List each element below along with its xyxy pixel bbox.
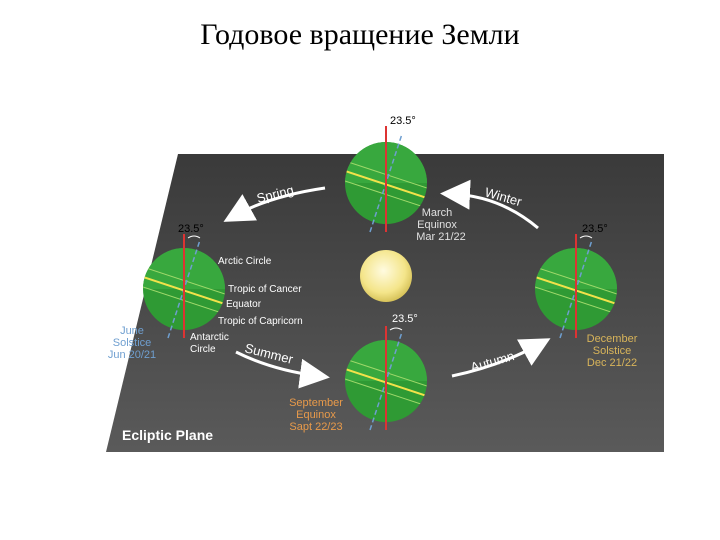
sun bbox=[360, 250, 412, 302]
svg-text:Equinox: Equinox bbox=[417, 219, 457, 231]
svg-text:December: December bbox=[587, 333, 638, 345]
tilt-label-september: 23.5° bbox=[392, 313, 418, 325]
autumn-arrow bbox=[451, 338, 551, 378]
summer-arrow bbox=[235, 350, 330, 389]
svg-text:March: March bbox=[422, 207, 453, 219]
svg-text:Dec 21/22: Dec 21/22 bbox=[587, 357, 637, 369]
label-tropic-cancer: Tropic of Cancer bbox=[228, 284, 302, 295]
svg-text:Jun 20/21: Jun 20/21 bbox=[108, 349, 156, 361]
tilt-label-march: 23.5° bbox=[390, 115, 416, 127]
svg-text:Equinox: Equinox bbox=[296, 409, 336, 421]
label-antarctic-line2: Circle bbox=[190, 344, 216, 355]
svg-text:Mar 21/22: Mar 21/22 bbox=[416, 231, 466, 243]
event-label-september: September Equinox Sapt 22/23 bbox=[289, 397, 343, 433]
label-equator: Equator bbox=[226, 299, 262, 310]
event-label-december: December Solstice Dec 21/22 bbox=[587, 333, 638, 369]
earth-december bbox=[535, 234, 617, 339]
svg-text:June: June bbox=[120, 325, 144, 337]
event-label-june: June Solstice Jun 20/21 bbox=[108, 325, 156, 361]
label-antarctic-line1: Antarctic bbox=[190, 332, 229, 343]
label-arctic-circle: Arctic Circle bbox=[218, 256, 272, 267]
svg-text:Solstice: Solstice bbox=[593, 345, 632, 357]
ecliptic-plane-label: Ecliptic Plane bbox=[122, 427, 213, 443]
label-tropic-capricorn: Tropic of Capricorn bbox=[218, 316, 303, 327]
tilt-label-december: 23.5° bbox=[582, 223, 608, 235]
winter-arrow bbox=[440, 179, 539, 230]
tilt-label-june: 23.5° bbox=[178, 223, 204, 235]
svg-text:Sapt 22/23: Sapt 22/23 bbox=[289, 421, 342, 433]
event-label-march: March Equinox Mar 21/22 bbox=[416, 207, 466, 243]
svg-text:Solstice: Solstice bbox=[113, 337, 152, 349]
spring-arrow bbox=[223, 186, 326, 222]
ecliptic-plane bbox=[106, 154, 664, 452]
slide-title: Годовое вращение Земли bbox=[200, 18, 520, 51]
svg-text:September: September bbox=[289, 397, 343, 409]
earth-september bbox=[345, 326, 427, 431]
